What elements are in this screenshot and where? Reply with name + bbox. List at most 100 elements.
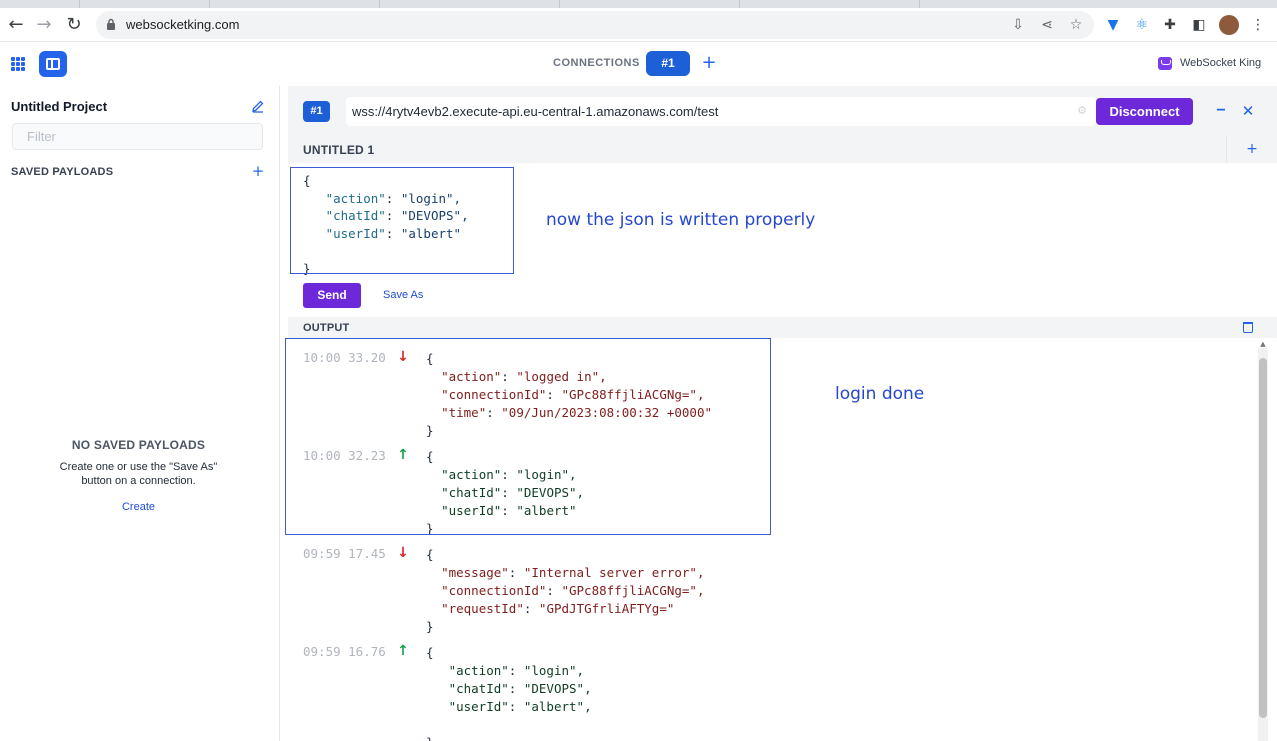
code-line: {	[426, 448, 584, 466]
extensions-puzzle-icon[interactable]: ✚	[1164, 17, 1176, 33]
payload-tabbar: UNTITLED 1 +	[288, 136, 1277, 163]
settings-icon[interactable]: ⚙	[1077, 104, 1087, 117]
save-as-button[interactable]: Save As	[383, 289, 424, 301]
close-brace: }	[426, 735, 434, 741]
scrollbar-thumb[interactable]	[1259, 358, 1267, 718]
sidebar: Untitled Project SAVED PAYLOADS + NO SAV…	[0, 86, 280, 741]
annotation-json-note: now the json is written properly	[546, 210, 816, 230]
code-line: "action": "login",	[426, 466, 584, 484]
payload-tab[interactable]: UNTITLED 1	[303, 143, 375, 157]
browser-tabstrip	[0, 0, 1277, 8]
connection-bar: #1 ⚙ Disconnect − ✕	[288, 86, 1277, 136]
json-key: "message"	[441, 565, 509, 580]
json-key: "userId"	[448, 699, 509, 714]
websocket-king-logo	[1158, 57, 1172, 70]
share-icon[interactable]: ⋖	[1041, 17, 1053, 33]
back-icon[interactable]: ←	[8, 14, 24, 35]
avatar[interactable]	[1219, 15, 1239, 35]
react-devtools-icon[interactable]: ⚛	[1135, 17, 1149, 33]
open-brace: {	[426, 449, 434, 464]
connection-tab-1[interactable]: #1	[646, 51, 690, 76]
edit-icon[interactable]	[251, 99, 265, 113]
lock-icon	[107, 18, 115, 30]
forward-icon[interactable]: →	[36, 14, 52, 35]
colon: :	[486, 405, 502, 420]
project-title: Untitled Project	[11, 99, 108, 114]
code-line: }	[426, 734, 592, 741]
close-connection-button[interactable]: ✕	[1241, 102, 1255, 120]
minimize-button[interactable]: −	[1216, 102, 1226, 119]
colon: :	[501, 485, 517, 500]
colon: :	[508, 663, 524, 678]
json-value: "albert",	[523, 699, 592, 714]
add-saved-payload-button[interactable]: +	[251, 162, 265, 180]
websocket-url-input[interactable]	[346, 97, 1096, 126]
json-key: "userId"	[441, 503, 502, 518]
browser-tab[interactable]	[0, 0, 80, 8]
message-body: { "message": "Internal server error", "c…	[426, 546, 704, 636]
json-value: "DEVOPS",	[523, 681, 592, 696]
browser-tab[interactable]	[300, 0, 380, 8]
colon: :	[501, 503, 517, 518]
colon: :	[501, 369, 517, 384]
colon: :	[385, 190, 401, 206]
create-payload-link[interactable]: Create	[121, 501, 156, 513]
scroll-up-arrow[interactable]: ▲	[1260, 340, 1266, 348]
sidebar-toggle-button[interactable]	[39, 51, 67, 77]
browser-tab[interactable]	[840, 0, 920, 8]
add-payload-tab-button[interactable]: +	[1226, 136, 1277, 163]
json-value: "DEVOPS",	[400, 208, 469, 223]
json-key: "chatId"	[325, 208, 386, 223]
code-line: "action": "logged in",	[426, 368, 712, 386]
output-message[interactable]: 09:59 17.45↓{ "message": "Internal serve…	[288, 545, 1248, 642]
output-message[interactable]: 10:00 33.20↓{ "action": "logged in", "co…	[288, 349, 1248, 446]
extension-v-icon[interactable]: ▼	[1107, 17, 1119, 33]
message-body: { "action": "logged in", "connectionId":…	[426, 350, 712, 440]
output-message[interactable]: 09:59 16.76↑{ "action": "login", "chatId…	[288, 643, 1248, 741]
code-line: "action": "login",	[303, 190, 469, 208]
indent	[426, 681, 449, 696]
address-bar[interactable]: websocketking.com ⇩ ⋖ ☆	[96, 11, 1094, 39]
payload-editor[interactable]: { "action": "login", "chatId": "DEVOPS",…	[288, 163, 1277, 317]
json-value: "DEVOPS",	[516, 485, 585, 500]
browser-tab[interactable]	[480, 0, 560, 8]
code-line: "userId": "albert",	[426, 698, 592, 716]
open-brace: {	[303, 173, 311, 188]
json-value: "login",	[516, 467, 577, 482]
brand-name: WebSocket King	[1180, 57, 1262, 69]
json-value: "albert"	[400, 225, 462, 241]
output-header: OUTPUT	[288, 317, 1277, 338]
code-line: {	[303, 172, 469, 190]
code-line: "userId": "albert"	[426, 502, 584, 520]
code-line: "connectionId": "GPc88ffjliACGNg=",	[426, 386, 712, 404]
side-panel-icon[interactable]: ◧	[1192, 17, 1206, 33]
browser-tab[interactable]	[660, 0, 740, 8]
add-connection-button[interactable]: +	[701, 52, 717, 73]
star-icon[interactable]: ☆	[1069, 17, 1083, 33]
output-label: OUTPUT	[303, 322, 350, 334]
code-line: "chatId": "DEVOPS",	[426, 680, 592, 698]
browser-tab[interactable]	[130, 0, 210, 8]
json-key: "action"	[441, 369, 502, 384]
reload-icon[interactable]: ↻	[66, 14, 82, 35]
send-button[interactable]: Send	[303, 283, 361, 308]
json-key: "requestId"	[441, 601, 524, 616]
browser-menu-icon[interactable]: ⋮	[1251, 17, 1265, 33]
output-message[interactable]: 10:00 32.23↑{ "action": "login", "chatId…	[288, 447, 1248, 544]
output-scrollbar[interactable]	[1258, 348, 1268, 741]
address-url[interactable]: websocketking.com	[126, 17, 240, 32]
filter-input[interactable]	[12, 123, 263, 150]
json-key: "connectionId"	[441, 583, 547, 598]
json-key: "chatId"	[448, 681, 509, 696]
connection-badge: #1	[303, 101, 330, 122]
message-timestamp: 10:00 32.23	[303, 448, 386, 463]
colon: :	[508, 681, 524, 696]
indent	[426, 565, 441, 580]
disconnect-button[interactable]: Disconnect	[1096, 98, 1193, 125]
apps-grid-icon[interactable]	[11, 57, 25, 71]
json-value: "login",	[523, 663, 585, 678]
saved-payloads-header: SAVED PAYLOADS	[11, 166, 114, 178]
install-icon[interactable]: ⇩	[1012, 17, 1024, 33]
payload-code[interactable]: { "action": "login", "chatId": "DEVOPS",…	[303, 172, 469, 277]
trash-icon[interactable]	[1243, 322, 1253, 333]
